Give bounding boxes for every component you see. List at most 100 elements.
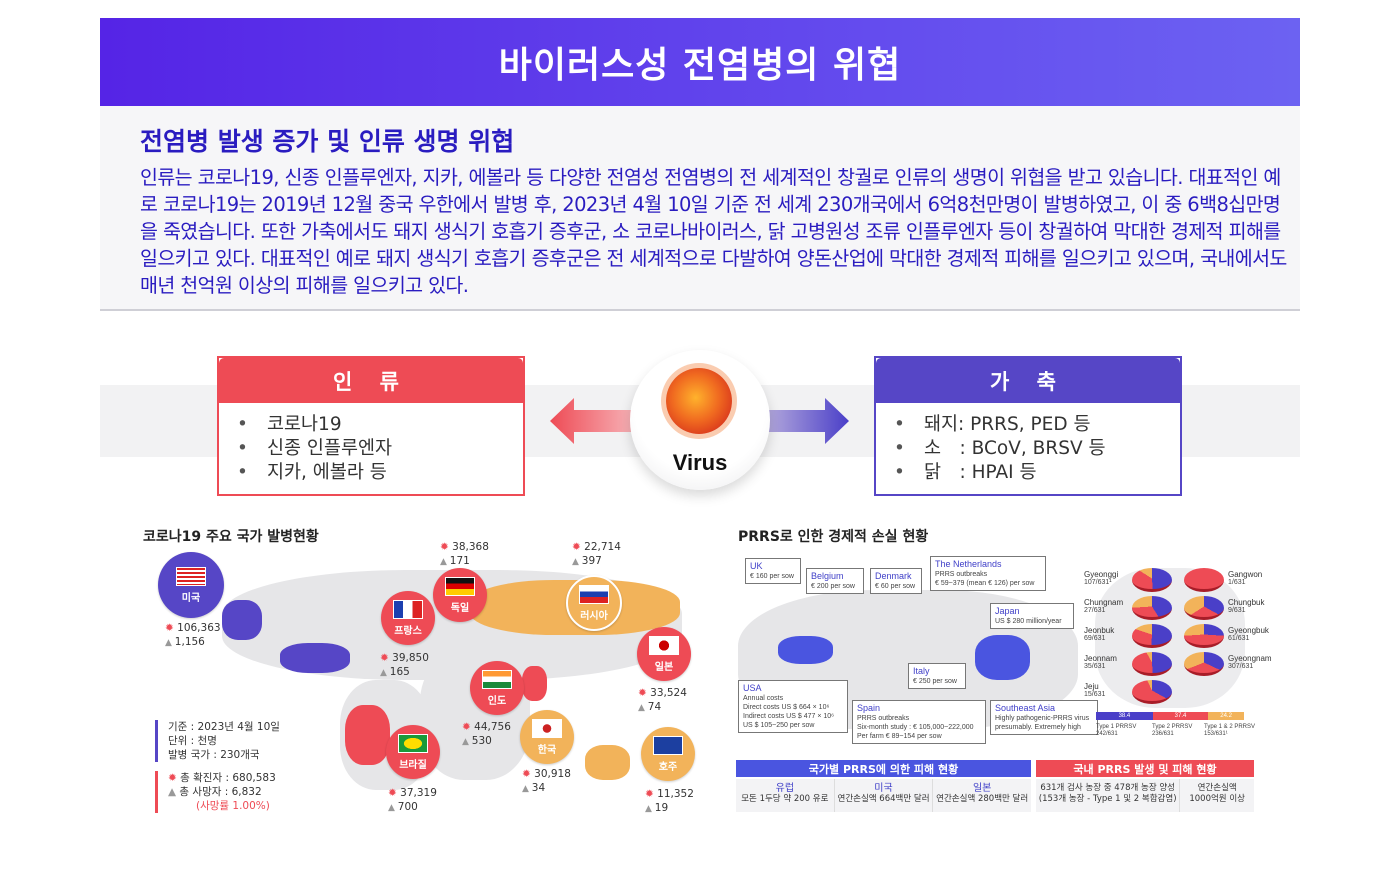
- country-marker: 한국: [520, 710, 574, 764]
- list-item: 닭 : HPAI 등: [894, 461, 1180, 485]
- region-ratio: 61/631: [1228, 635, 1250, 642]
- loss-callout-denmark: Denmark€ 60 per sow: [870, 568, 922, 594]
- map-land-usa: [778, 636, 833, 664]
- bar-segment: 37.4: [1152, 712, 1209, 720]
- region-pie: [1132, 568, 1172, 592]
- callout-line: € 160 per sow: [750, 573, 794, 580]
- region-pie: [1132, 680, 1172, 704]
- country-name: 브라질: [399, 759, 427, 771]
- global-table-title: 국가별 PRRS에 의한 피해 현황: [736, 760, 1031, 777]
- region-name: Chungbuk: [1228, 598, 1265, 607]
- region-ratio: 35/631: [1084, 663, 1106, 670]
- bar-segment: 24.2: [1208, 712, 1244, 720]
- callout-line: presumably. Extremely high: [995, 724, 1081, 731]
- bar-label: Type 1 PRRSV: [1096, 724, 1137, 730]
- bar-ratio: 153/631¹: [1204, 731, 1228, 737]
- intro-subtitle: 전염병 발생 증가 및 인류 생명 위협: [140, 127, 515, 156]
- map-land-india: [522, 666, 547, 701]
- country-marker: 일본: [637, 627, 691, 681]
- callout-title: Southeast Asia: [995, 703, 1056, 713]
- flag-jp-icon: [649, 635, 679, 655]
- region-ratio: 9/631: [1228, 607, 1246, 614]
- legend-total-cases: ✹ 총 확진자 : 680,583: [168, 772, 276, 784]
- region-ratio: 27/631: [1084, 607, 1106, 614]
- callout-line: Per farm € 89~154 per sow: [857, 733, 942, 740]
- confirmed-cases: 33,524: [638, 686, 687, 700]
- region-ratio: 1/631: [1228, 579, 1246, 586]
- region-ratio: 307/631: [1228, 663, 1254, 670]
- virus-icon: [666, 368, 732, 434]
- list-item: 코로나19: [237, 413, 523, 437]
- deaths: 74: [638, 700, 687, 715]
- flag-us-icon: [176, 566, 206, 586]
- map-land-australia: [585, 745, 630, 780]
- country-name: 인도: [487, 695, 507, 707]
- callout-line: Annual costs: [743, 695, 784, 702]
- flag-au-icon: [653, 735, 683, 755]
- country-marker: 독일: [433, 568, 487, 622]
- legend-date: 기준 : 2023년 4월 10일: [168, 721, 280, 733]
- legend-countries: 발병 국가 : 230개국: [168, 749, 260, 761]
- region-pie: [1184, 568, 1224, 592]
- region-ratio: 15/631: [1084, 691, 1106, 698]
- country-name: 프랑스: [394, 625, 422, 637]
- deaths: 700: [388, 800, 437, 815]
- country-stats: 11,35219: [645, 787, 694, 816]
- confirmed-cases: 30,918: [522, 767, 571, 781]
- title-banner: 바이러스성 전염병의 위협: [100, 18, 1300, 106]
- callout-line: Highly pathogenic-PRRS virus: [995, 715, 1090, 722]
- livestock-box-title: 가 축: [876, 358, 1180, 403]
- region-name: Gyeongnam: [1228, 654, 1272, 663]
- country-stats: 106,3631,156: [165, 621, 221, 650]
- callout-title: UK: [750, 561, 763, 571]
- country-name: 러시아: [580, 610, 608, 622]
- flag-br-icon: [398, 733, 428, 753]
- callout-title: Japan: [995, 606, 1020, 616]
- callout-title: Belgium: [811, 571, 844, 581]
- covid-legend-info: 기준 : 2023년 4월 10일 단위 : 천명 발병 국가 : 230개국: [155, 720, 280, 762]
- loss-callout-belgium: Belgium€ 200 per sow: [806, 568, 864, 594]
- country-name: 미국: [181, 592, 201, 604]
- country-marker: 프랑스: [381, 591, 435, 645]
- legend-total-deaths: ▲ 총 사망자 : 6,832: [168, 786, 262, 798]
- page-title: 바이러스성 전염병의 위협: [498, 45, 902, 86]
- loss-callout-uk: UK € 160 per sow: [745, 558, 801, 584]
- virus-label: Virus: [672, 450, 728, 475]
- confirmed-cases: 44,756: [462, 720, 511, 734]
- intro-panel: 전염병 발생 증가 및 인류 생명 위협 인류는 코로나19, 신종 인플루엔자…: [100, 106, 1300, 311]
- country-stats: 44,756530: [462, 720, 511, 749]
- callout-line: € 59~379 (mean € 126) per sow: [935, 580, 1035, 587]
- country-name: 일본: [654, 661, 674, 673]
- covid-legend-totals: ✹ 총 확진자 : 680,583 ▲ 총 사망자 : 6,832 (사망률 1…: [155, 771, 276, 813]
- deaths: 530: [462, 734, 511, 749]
- callout-line: € 250 per sow: [913, 678, 957, 685]
- bar-label: Type 2 PRRSV: [1152, 724, 1193, 730]
- intro-paragraph: 인류는 코로나19, 신종 인플루엔자, 지카, 에볼라 등 다양한 전염성 전…: [140, 166, 1287, 297]
- flag-fr-icon: [393, 599, 423, 619]
- country-stats: 22,714397: [572, 540, 621, 569]
- country-marker: 브라질: [386, 725, 440, 779]
- region-pie: [1184, 624, 1224, 648]
- flag-in-icon: [482, 669, 512, 689]
- loss-callout-italy: Italy€ 250 per sow: [908, 663, 966, 689]
- virus-illustration: Virus: [630, 350, 770, 490]
- country-name: 독일: [450, 602, 470, 614]
- region-name: Chungnam: [1084, 598, 1124, 607]
- region-ratio: 107/631¹: [1084, 579, 1112, 586]
- country-stats: 30,91834: [522, 767, 571, 796]
- confirmed-cases: 106,363: [165, 621, 220, 635]
- prrs-map-title: PRRS로 인한 경제적 손실 현황: [738, 529, 929, 545]
- callout-title: Denmark: [875, 571, 912, 581]
- flag-ru-icon: [579, 584, 609, 604]
- callout-line: US $ 105~250 per sow: [743, 722, 815, 729]
